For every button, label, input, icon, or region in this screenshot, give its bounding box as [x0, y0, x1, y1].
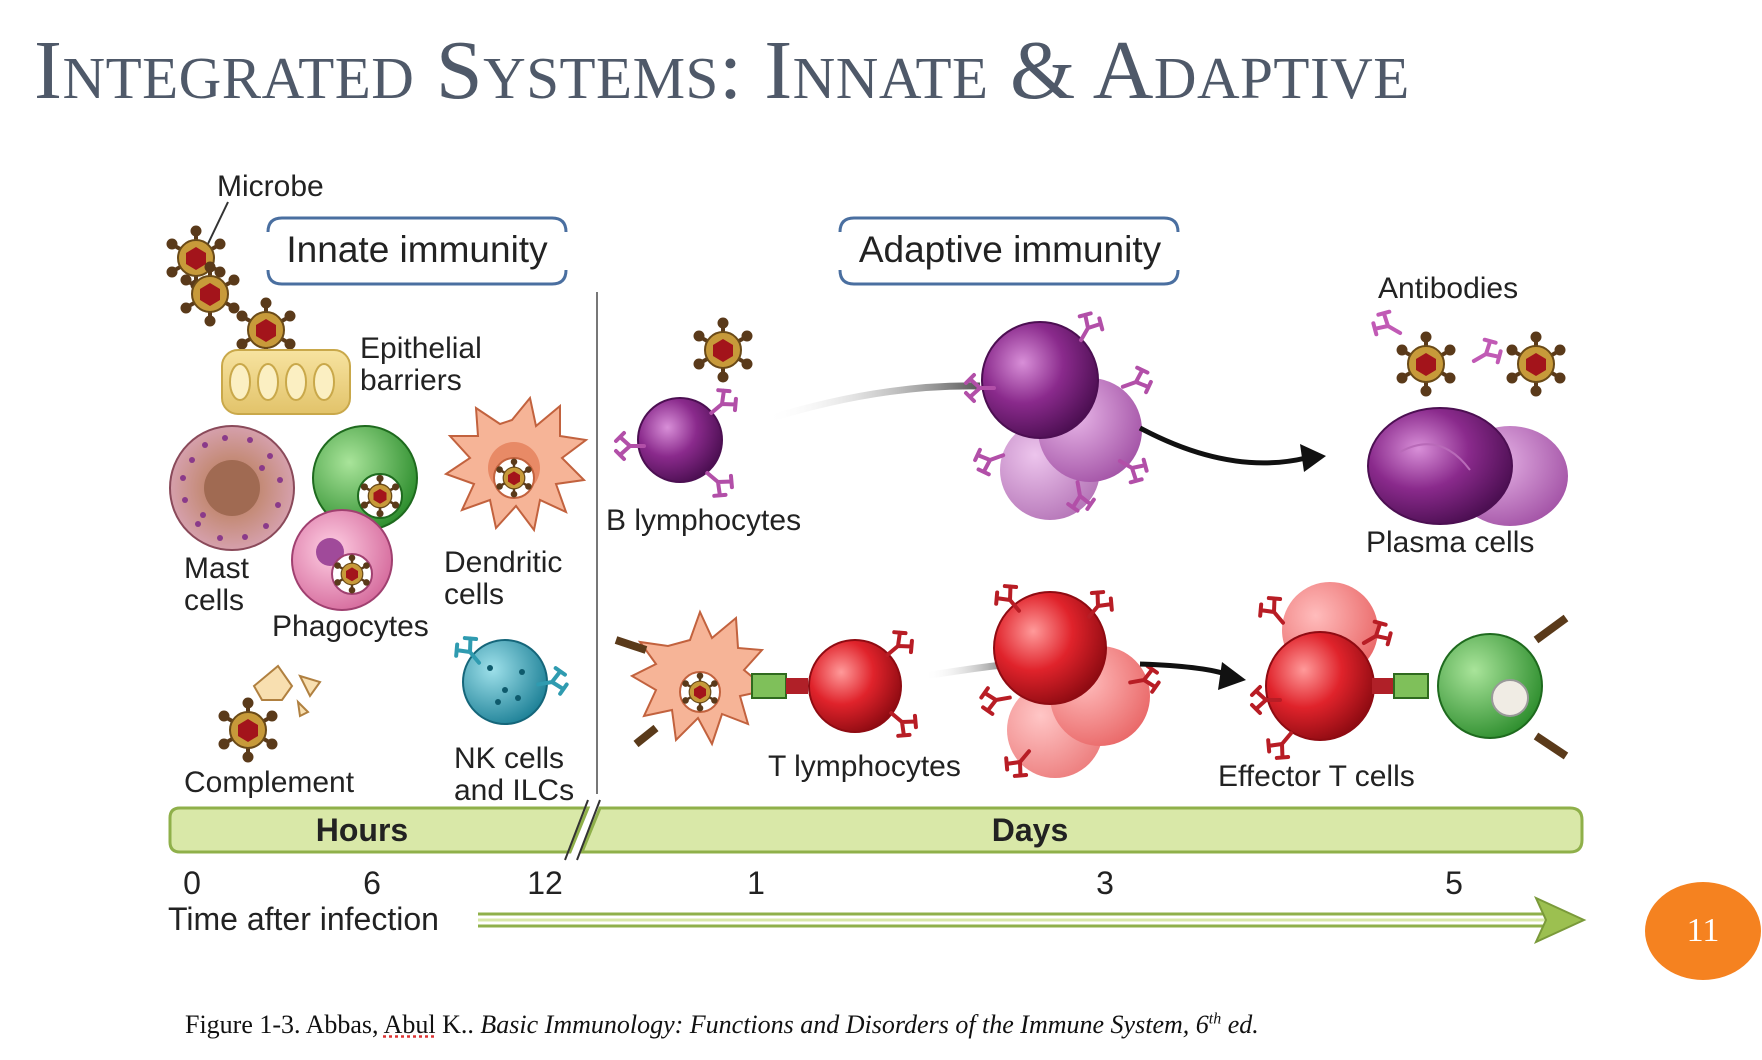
caption-author-rest: K..: [435, 1010, 481, 1039]
hours-label: Hours: [316, 812, 408, 848]
complement-illustration: [218, 664, 322, 763]
t-differentiation-arrowhead: [1218, 662, 1246, 690]
page-number-badge: 11: [1645, 882, 1761, 980]
complement-label: Complement: [184, 766, 355, 799]
epithelial-barrier-illustration: [221, 349, 351, 415]
innate-immunity-header: Innate immunity: [266, 216, 568, 286]
b-proliferation-arrow: [763, 382, 981, 424]
tick-label: 5: [1445, 865, 1463, 901]
mast-label-line2: cells: [184, 584, 244, 617]
slide-title: Integrated Systems: Innate & Adaptive: [34, 24, 1410, 117]
immune-timeline-figure: Innate immunity Adaptive immunity Microb…: [166, 170, 1587, 945]
timeline-bar: Hours Days: [168, 799, 1584, 861]
phagocytes-label: Phagocytes: [272, 610, 429, 643]
t-differentiation-arrow: [1139, 661, 1227, 677]
antigen-presenting-cell-illustration: [614, 609, 787, 748]
days-label: Days: [992, 812, 1069, 848]
caption-edition-sup: th: [1208, 1010, 1222, 1028]
phagocytes-illustration: [291, 425, 418, 611]
caption-author-first: Abul: [383, 1010, 436, 1039]
b-cell-proliferation-illustration: [964, 307, 1156, 520]
b-lymphocytes-label: B lymphocytes: [606, 504, 801, 537]
effector-t-cells-label: Effector T cells: [1218, 760, 1415, 793]
dendritic-label-line2: cells: [444, 578, 504, 611]
b-lymphocyte-illustration: [614, 317, 753, 503]
timeline-ticks: 0 6 12 1 3 5: [183, 865, 1463, 901]
antibodies-label: Antibodies: [1378, 272, 1518, 305]
innate-immunity-label: Innate immunity: [286, 229, 548, 270]
epithelial-label-line1: Epithelial: [360, 332, 482, 365]
b-differentiation-arrow: [1138, 425, 1307, 466]
nk-cell-illustration: [449, 630, 571, 725]
caption-edition-tail: ed.: [1221, 1010, 1259, 1039]
caption-book-title: Basic Immunology: Functions and Disorder…: [480, 1010, 1209, 1039]
dendritic-label-line1: Dendritic: [444, 546, 562, 579]
dendritic-cell-illustration: [443, 395, 589, 533]
adaptive-immunity-label: Adaptive immunity: [859, 229, 1162, 270]
tick-label: 0: [183, 865, 201, 901]
mast-label-line1: Mast: [184, 552, 250, 585]
infected-target-cell-illustration: [1437, 614, 1569, 760]
microbe-label: Microbe: [217, 170, 324, 203]
tick-label: 6: [363, 865, 381, 901]
effector-t-cells-illustration: [1250, 582, 1429, 766]
epithelial-label-line2: barriers: [360, 364, 462, 397]
t-lymphocyte-illustration: [786, 625, 924, 743]
time-arrow: [478, 895, 1587, 945]
figure-caption: Figure 1-3. Abbas, Abul K.. Basic Immuno…: [185, 1010, 1259, 1040]
time-axis-label: Time after infection: [168, 901, 439, 937]
tick-label: 1: [747, 865, 765, 901]
t-cell-proliferation-illustration: [977, 578, 1163, 784]
plasma-cells-illustration: [1367, 407, 1568, 526]
b-differentiation-arrowhead: [1300, 444, 1326, 472]
caption-lead: Figure 1-3. Abbas,: [185, 1010, 384, 1039]
tick-label: 12: [527, 865, 563, 901]
nk-label-line2: and ILCs: [454, 774, 574, 807]
microbe-pointer: [204, 201, 229, 251]
nk-label-line1: NK cells: [454, 742, 564, 775]
antibodies-illustration: [1367, 305, 1566, 397]
tick-label: 3: [1096, 865, 1114, 901]
adaptive-immunity-header: Adaptive immunity: [838, 216, 1180, 286]
plasma-cells-label: Plasma cells: [1366, 526, 1534, 559]
mast-cell-illustration: [169, 425, 295, 551]
t-lymphocytes-label: T lymphocytes: [768, 750, 961, 783]
